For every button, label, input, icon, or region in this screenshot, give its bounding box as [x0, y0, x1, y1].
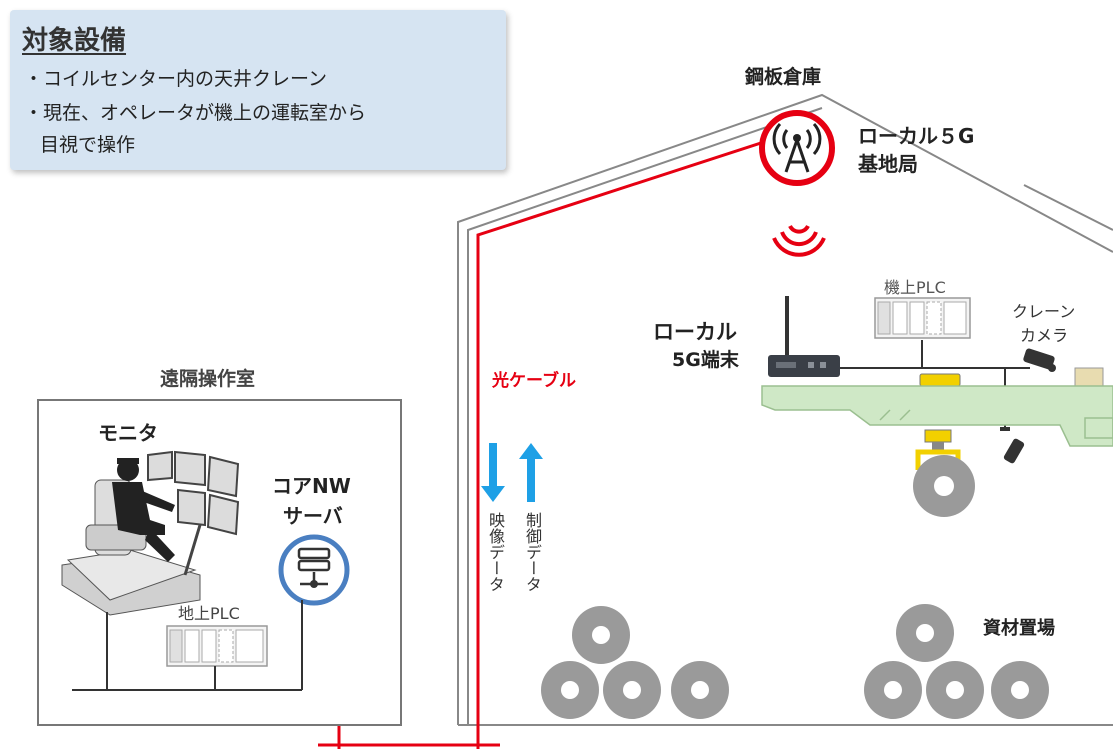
- info-bullet-2-cont: 目視で操作: [40, 134, 136, 156]
- terminal-label-2: 5G端末: [672, 349, 739, 371]
- base-station-label: ローカル５G: [858, 124, 975, 148]
- core-server-label: コアNW: [272, 474, 351, 498]
- optical-cable-label: 光ケーブル: [492, 371, 576, 391]
- onboard-plc-icon: [874, 297, 971, 339]
- video-data-label: 映像データ: [486, 512, 505, 592]
- coil-stack-left: [541, 606, 729, 719]
- storage-label: 資材置場: [983, 618, 1055, 639]
- monitor-icon: [147, 450, 240, 576]
- control-data-arrow: [519, 443, 543, 502]
- server-icon: [278, 534, 350, 606]
- info-bullet-1: ・コイルセンター内の天井クレーン: [24, 68, 328, 90]
- warehouse-label: 鋼板倉庫: [745, 66, 822, 88]
- wireless-signal-icon: [772, 224, 826, 257]
- info-bullet-2: ・現在、オペレータが機上の運転室から: [24, 102, 367, 124]
- base-station-label-2: 基地局: [858, 152, 918, 176]
- warehouse-outline: [457, 93, 1113, 726]
- control-data-label: 制御データ: [523, 512, 542, 592]
- crane-camera-label-2: カメラ: [1020, 326, 1069, 345]
- info-title: 対象設備: [22, 26, 127, 56]
- antenna-icon: [759, 110, 835, 186]
- ground-plc-icon: [166, 625, 268, 667]
- monitor-label: モニタ: [98, 421, 158, 445]
- crane-camera-icon: [1000, 348, 1056, 464]
- crane-girder: [761, 367, 1113, 447]
- terminal-label: ローカル: [653, 320, 737, 344]
- remote-room-label: 遠隔操作室: [160, 368, 256, 390]
- coil-stack-right: [864, 604, 1049, 719]
- operator-seat-icon: [61, 450, 240, 616]
- core-server-label-2: サーバ: [283, 504, 343, 528]
- video-data-arrow: [481, 443, 505, 502]
- operator-figure: [112, 458, 175, 562]
- room-network-line: [72, 600, 303, 691]
- ground-plc-label: 地上PLC: [178, 604, 240, 623]
- onboard-plc-label: 機上PLC: [884, 278, 946, 297]
- crane-hoist: [913, 429, 975, 517]
- router-icon: [768, 296, 840, 377]
- target-equipment-panel: 対象設備 ・コイルセンター内の天井クレーン ・現在、オペレータが機上の運転室から…: [10, 10, 506, 170]
- crane-camera-label: クレーン: [1012, 302, 1076, 321]
